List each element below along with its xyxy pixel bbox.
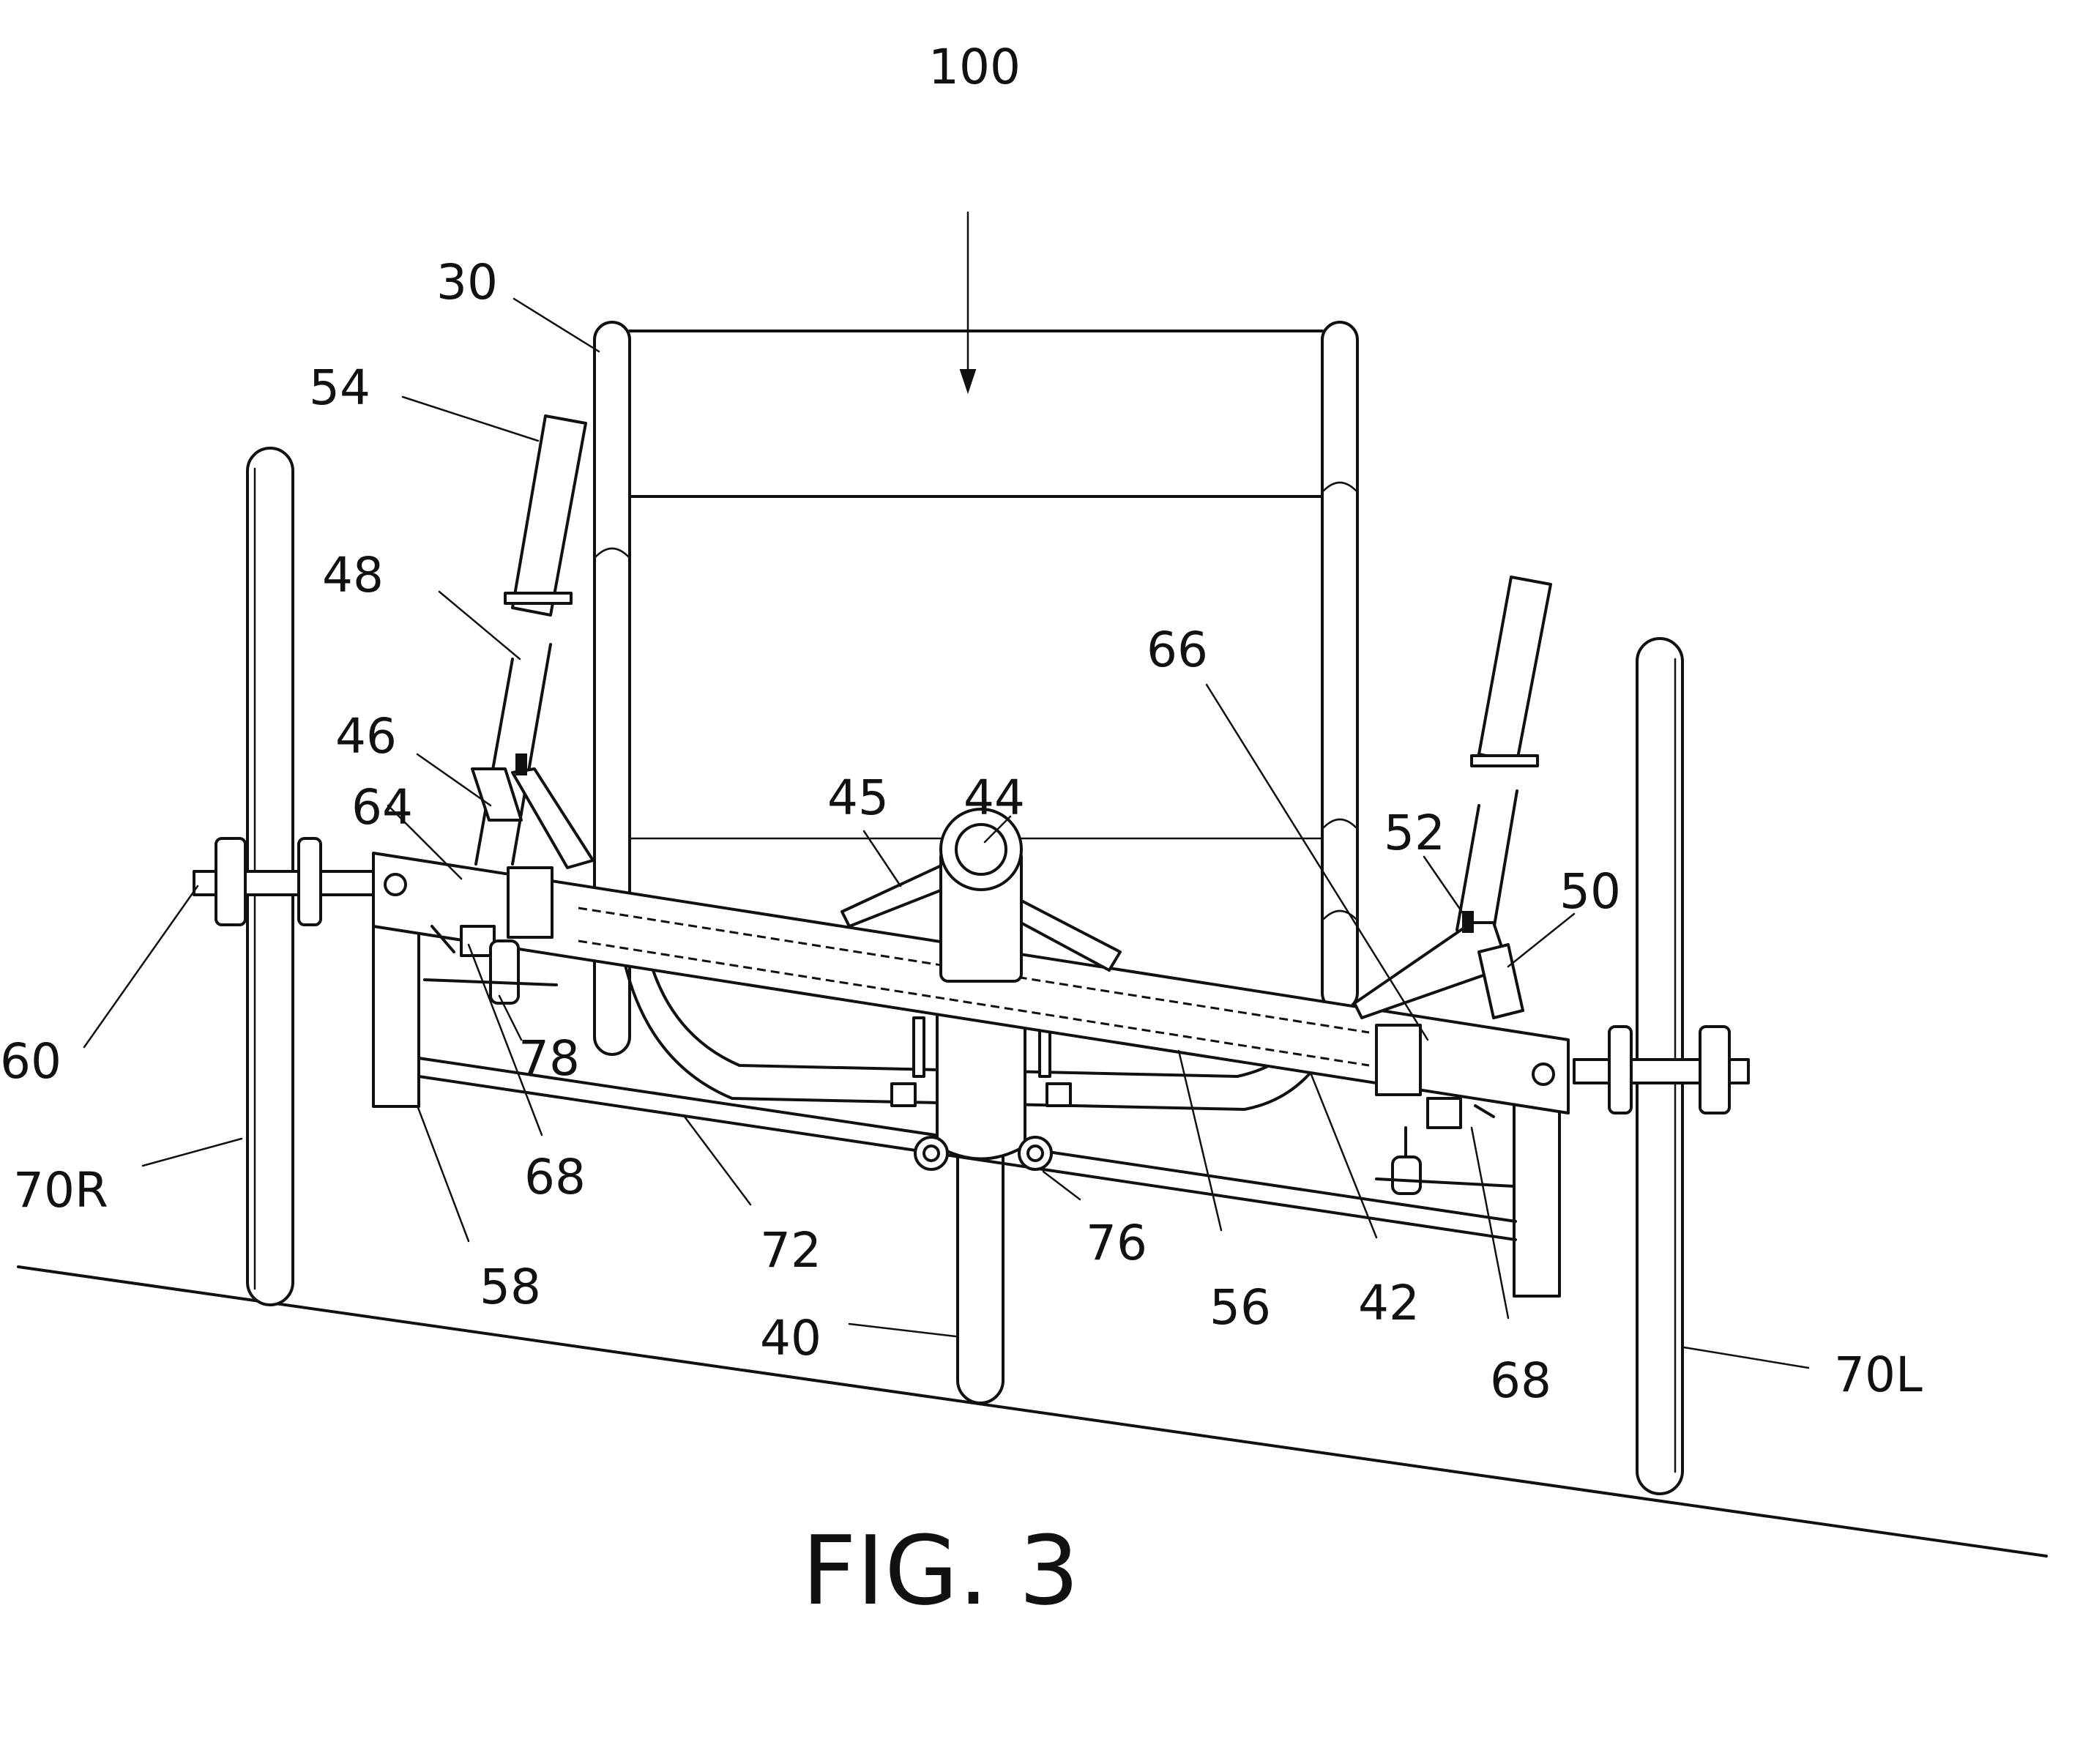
label-50: 50 xyxy=(1559,863,1621,920)
upright-58-left xyxy=(1513,1097,1561,1298)
label-66: 66 xyxy=(1147,622,1208,678)
crossbeam-56 xyxy=(372,852,1570,1114)
label-72: 72 xyxy=(760,1222,821,1279)
label-70L: 70L xyxy=(1834,1347,1923,1403)
hub-left xyxy=(1573,1025,1750,1114)
hub-right xyxy=(193,837,408,926)
label-60: 60 xyxy=(0,1033,61,1090)
label-30: 30 xyxy=(436,254,498,310)
label-46: 46 xyxy=(335,708,397,764)
label-68-left: 68 xyxy=(1490,1352,1551,1409)
ground-line xyxy=(17,1265,2048,1558)
lever-right xyxy=(471,414,594,869)
label-40: 40 xyxy=(760,1310,821,1366)
brackets-left xyxy=(1375,1097,1516,1195)
lever-left xyxy=(1353,576,1552,1019)
frame-tube xyxy=(621,950,1334,1111)
label-58: 58 xyxy=(480,1259,541,1315)
steering-44-45 xyxy=(840,808,1122,983)
label-48: 48 xyxy=(322,547,384,603)
seat xyxy=(593,321,1359,1056)
label-56: 56 xyxy=(1210,1279,1271,1336)
label-54: 54 xyxy=(309,360,370,416)
brackets-right xyxy=(423,925,558,1005)
label-45: 45 xyxy=(827,770,889,826)
label-68-right: 68 xyxy=(524,1149,586,1205)
label-64: 64 xyxy=(351,779,413,836)
label-78: 78 xyxy=(518,1030,580,1087)
label-70R: 70R xyxy=(13,1162,108,1218)
label-42: 42 xyxy=(1358,1275,1420,1331)
label-44: 44 xyxy=(963,770,1025,826)
label-76: 76 xyxy=(1086,1215,1147,1271)
label-100: 100 xyxy=(928,39,1021,95)
label-52: 52 xyxy=(1384,805,1445,861)
figure-caption: FIG. 3 xyxy=(802,1515,1079,1626)
leader-lines xyxy=(83,211,1810,1369)
pulleys-76 xyxy=(914,1136,1053,1171)
